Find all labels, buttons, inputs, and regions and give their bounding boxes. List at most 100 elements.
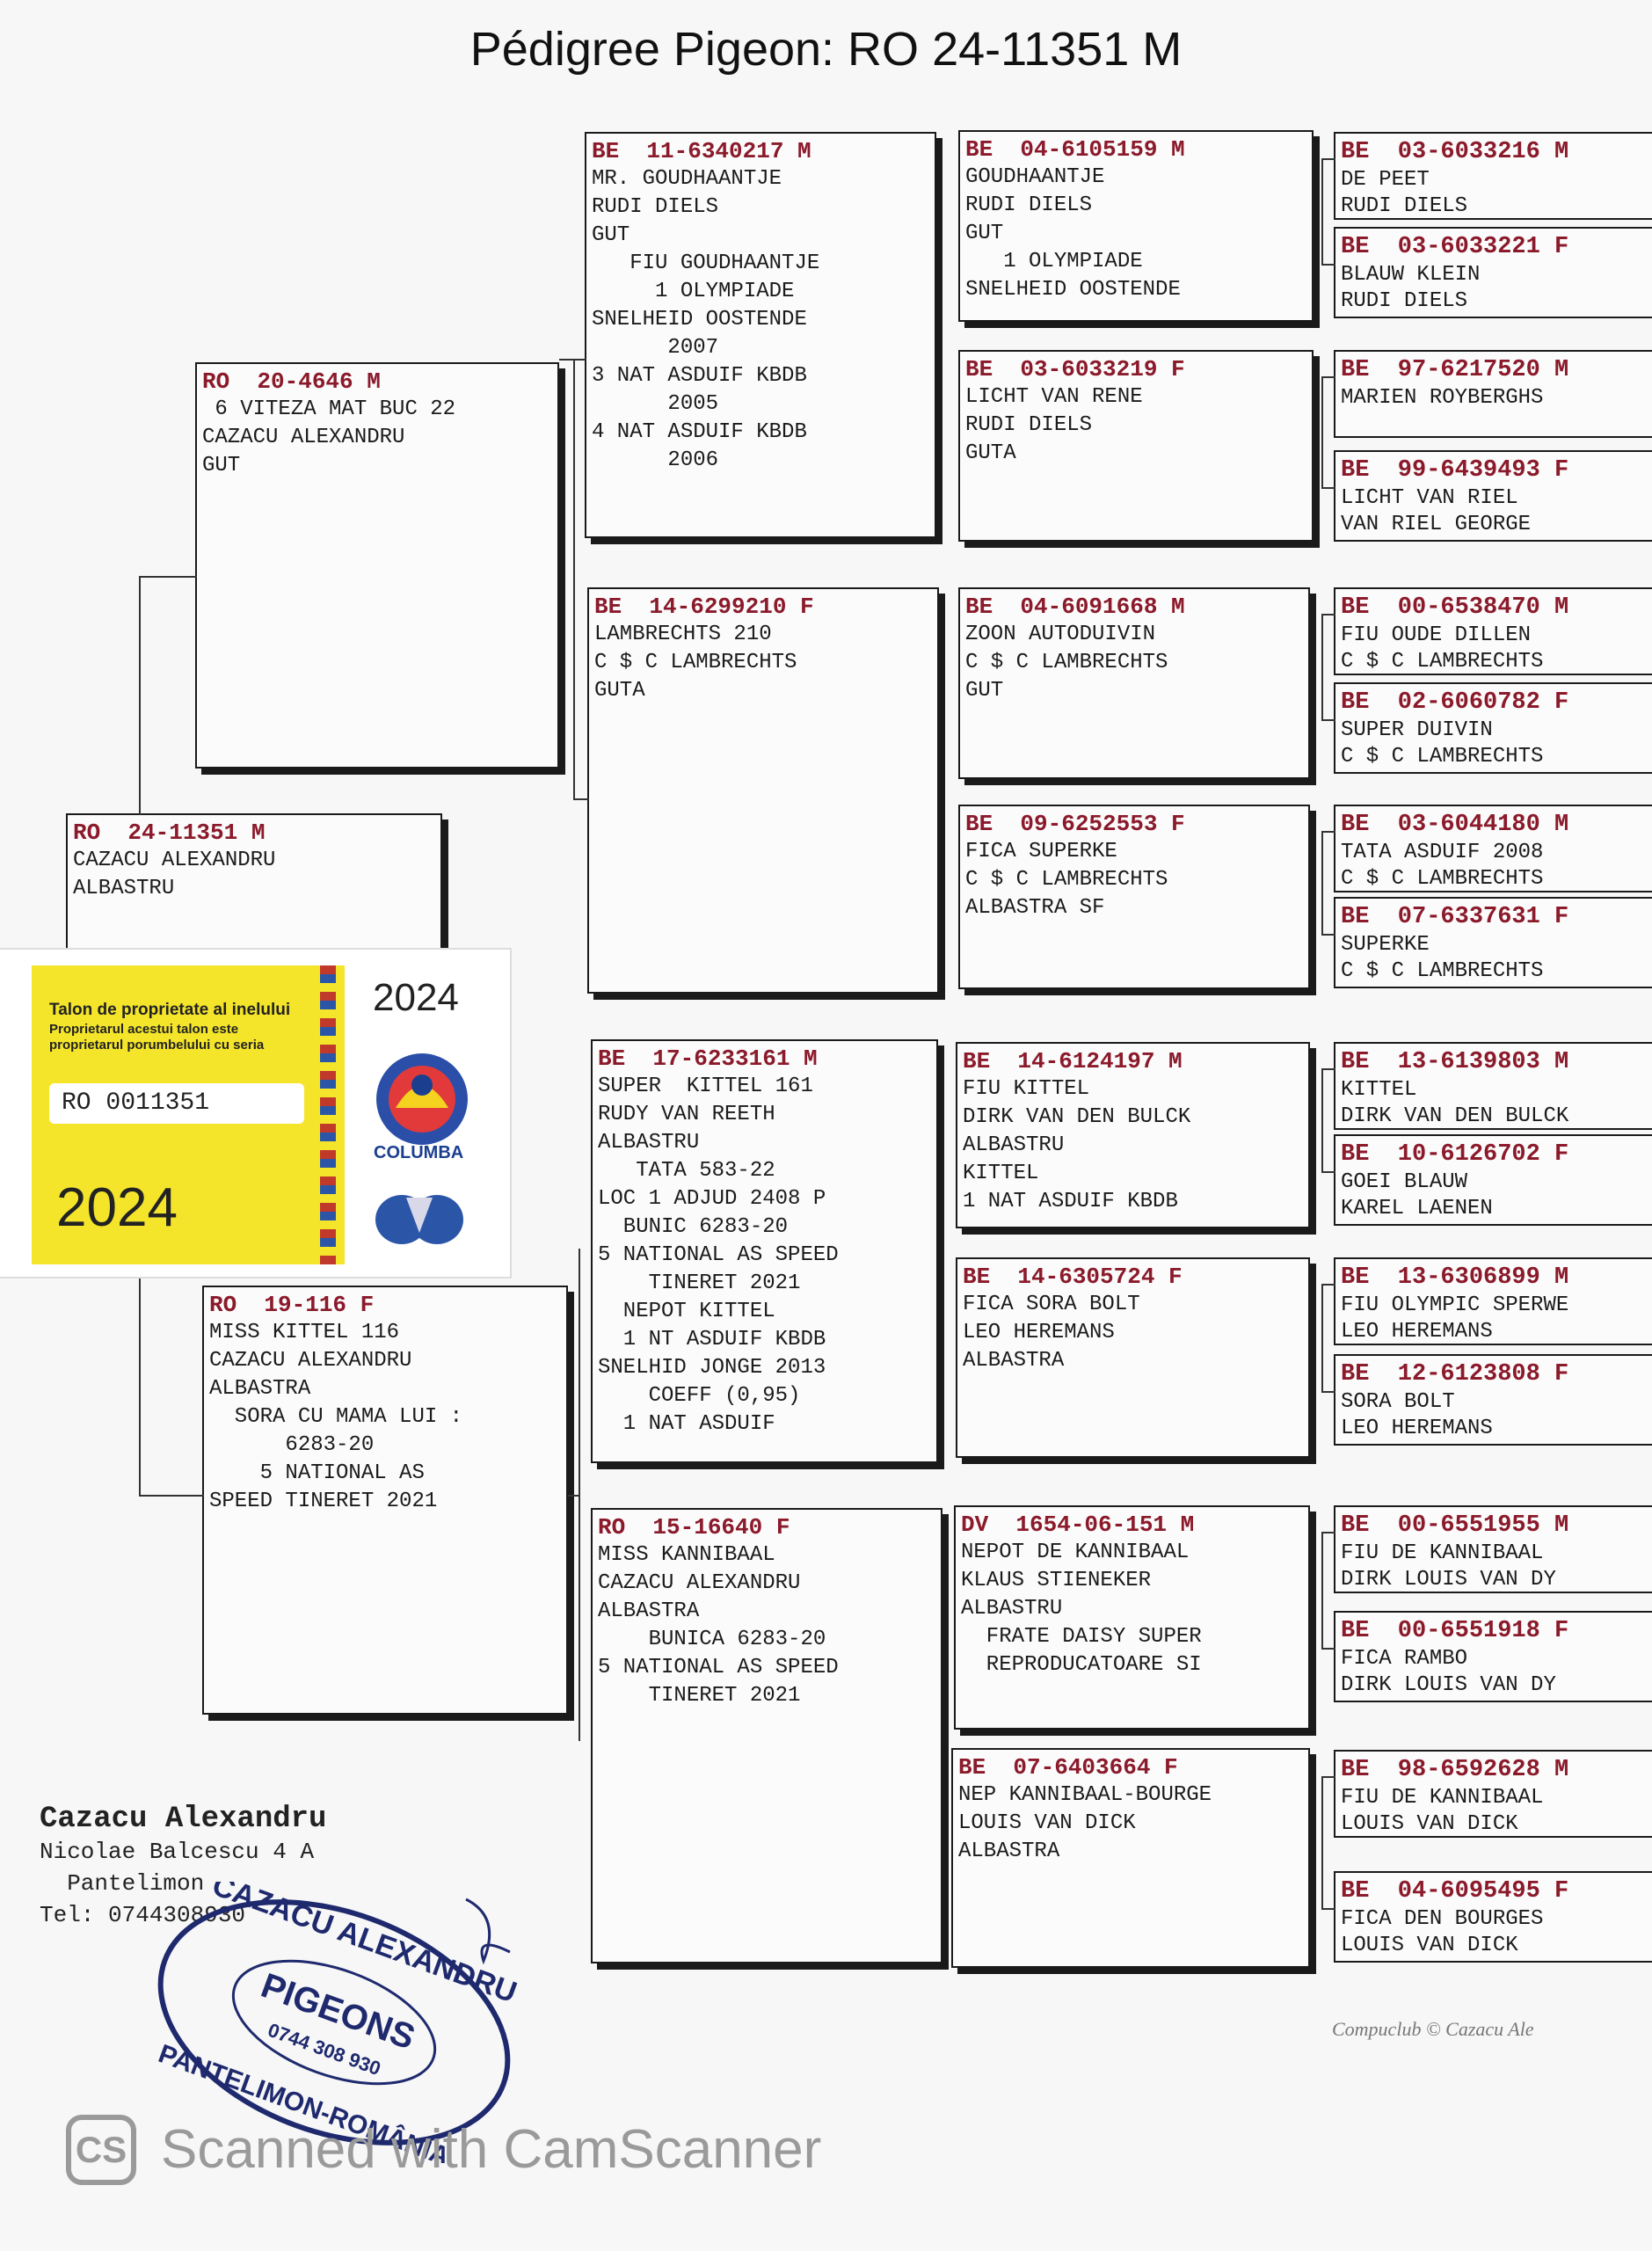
ring-id: BE 13-6139803 M: [1341, 1049, 1569, 1075]
pedigree-line: ALBASTRU: [598, 1131, 700, 1155]
pigeon-box-gen4: BE 03-6044180 M TATA ASDUIF 2008 C $ C LAM…: [1334, 805, 1652, 892]
pedigree-line: C $ C LAMBRECHTS: [1341, 650, 1544, 674]
pedigree-line: SNELHEID OOSTENDE: [965, 278, 1181, 302]
ring-id: RO 19-116 F: [209, 1292, 375, 1318]
pedigree-line: 5 NATIONAL AS SPEED: [598, 1243, 839, 1267]
pedigree-line: ALBASTRU: [961, 1597, 1063, 1621]
pedigree-line: ALBASTRU: [963, 1133, 1065, 1157]
pedigree-line: 4 NAT ASDUIF KBDB: [592, 420, 807, 444]
ring-id: BE 14-6124197 M: [963, 1048, 1183, 1075]
pedigree-line: RUDI DIELS: [592, 195, 719, 219]
pedigree-line: ALBASTRA: [598, 1599, 700, 1623]
pigeon-box-gen4: BE 97-6217520 M MARIEN ROYBERGHS: [1334, 350, 1652, 438]
pedigree-line: SORA CU MAMA LUI :: [209, 1405, 463, 1429]
pedigree-line: C $ C LAMBRECHTS: [594, 651, 797, 674]
owner-name: Cazacu Alexandru: [40, 1803, 327, 1836]
pedigree-line: NEPOT DE KANNIBAAL: [961, 1541, 1190, 1564]
ring-id: RO 24-11351 M: [73, 820, 266, 846]
pedigree-line: LOUIS VAN DICK: [958, 1811, 1136, 1835]
pedigree-line: CAZACU ALEXANDRU: [73, 849, 276, 872]
owner-phone: Tel: 0744308930: [40, 1902, 246, 1928]
pedigree-line: FICA SORA BOLT: [963, 1293, 1140, 1316]
ring-id: BE 17-6233161 M: [598, 1045, 818, 1072]
pedigree-line: FICA DEN BOURGES: [1341, 1907, 1544, 1931]
pedigree-line: BUNICA 6283-20: [598, 1628, 826, 1651]
card-title: Talon de proprietate al inelului: [49, 1001, 291, 1019]
pedigree-line: SUPER DUIVIN: [1341, 718, 1493, 742]
pedigree-line: C $ C LAMBRECHTS: [1341, 959, 1544, 983]
pedigree-line: LEO HEREMANS: [1341, 1417, 1493, 1440]
connector: [139, 1275, 141, 1495]
card-year-top: 2024: [373, 976, 459, 1019]
ring-id: BE 13-6306899 M: [1341, 1264, 1569, 1291]
connector: [1321, 614, 1335, 721]
owner-stamp: CAZACU ALEXANDRU PIGEONS 0744 308 930 PA…: [155, 1882, 521, 2163]
pedigree-line: BUNIC 6283-20: [598, 1215, 789, 1239]
pedigree-line: C $ C LAMBRECHTS: [965, 651, 1168, 674]
ring-id: RO 20-4646 M: [202, 368, 381, 395]
pedigree-line: FIU OLYMPIC SPERWE: [1341, 1293, 1569, 1317]
pedigree-line: C $ C LAMBRECHTS: [1341, 745, 1544, 769]
card-tricolor-stripe: [320, 965, 336, 1264]
pedigree-line: KITTEL: [963, 1162, 1039, 1185]
ring-id: DV 1654-06-151 M: [961, 1512, 1195, 1538]
pedigree-line: TATA ASDUIF 2008: [1341, 841, 1544, 864]
pedigree-line: COEFF (0,95): [598, 1384, 801, 1408]
ring-id: RO 15-16640 F: [598, 1514, 790, 1541]
pedigree-line: GUTA: [594, 679, 645, 703]
connector: [1321, 376, 1335, 489]
pedigree-line: FIU GOUDHAANTJE: [592, 251, 820, 275]
ring-id: BE 03-6044180 M: [1341, 812, 1569, 838]
ring-id: BE 14-6299210 F: [594, 594, 814, 620]
pedigree-line: C $ C LAMBRECHTS: [1341, 867, 1544, 891]
pedigree-line: MISS KITTEL 116: [209, 1321, 400, 1344]
ring-id: BE 04-6105159 M: [965, 136, 1185, 163]
pedigree-line: LEO HEREMANS: [1341, 1320, 1493, 1344]
ring-id: BE 00-6551955 M: [1341, 1512, 1569, 1539]
pedigree-line: FIU DE KANNIBAAL: [1341, 1541, 1544, 1565]
pedigree-line: TINERET 2021: [598, 1271, 801, 1295]
pedigree-line: TATA 583-22: [598, 1159, 775, 1183]
owner-address: Nicolae Balcescu 4 A: [40, 1839, 315, 1865]
page-title: Pédigree Pigeon: RO 24-11351 M: [469, 23, 1183, 76]
pedigree-line: MR. GOUDHAANTJE: [592, 167, 782, 191]
ring-id: BE 03-6033219 F: [965, 356, 1185, 382]
ring-number-field: RO 0011351: [49, 1083, 304, 1124]
pedigree-line: DIRK LOUIS VAN DY: [1341, 1568, 1556, 1592]
pedigree-line: 2006: [592, 448, 719, 472]
ring-id: BE 00-6551918 F: [1341, 1618, 1569, 1644]
ring-id: BE 04-6091668 M: [965, 594, 1185, 620]
pedigree-line: 3 NAT ASDUIF KBDB: [592, 364, 807, 388]
pedigree-line: MARIEN ROYBERGHS: [1341, 386, 1544, 410]
pedigree-line: DIRK VAN DEN BULCK: [963, 1105, 1191, 1129]
pedigree-line: GUT: [965, 222, 1004, 245]
pedigree-line: 1 NT ASDUIF KBDB: [598, 1328, 826, 1351]
ring-id: BE 14-6305724 F: [963, 1264, 1183, 1290]
pedigree-line: SNELHEID OOSTENDE: [592, 308, 807, 331]
ring-id: BE 12-6123808 F: [1341, 1361, 1569, 1388]
pedigree-line: LOUIS VAN DICK: [1341, 1934, 1518, 1957]
owner-city: Pantelimon: [40, 1870, 205, 1897]
pedigree-line: MISS KANNIBAAL: [598, 1543, 775, 1567]
pedigree-line: GUT: [965, 679, 1004, 703]
pedigree-line: FIU KITTEL: [963, 1077, 1090, 1101]
ring-id: BE 03-6033216 M: [1341, 139, 1569, 165]
ring-id: BE 97-6217520 M: [1341, 357, 1569, 383]
pedigree-line: LICHT VAN RIEL: [1341, 486, 1518, 510]
connector: [568, 1495, 580, 1497]
pedigree-line: RUDY VAN REETH: [598, 1103, 775, 1126]
